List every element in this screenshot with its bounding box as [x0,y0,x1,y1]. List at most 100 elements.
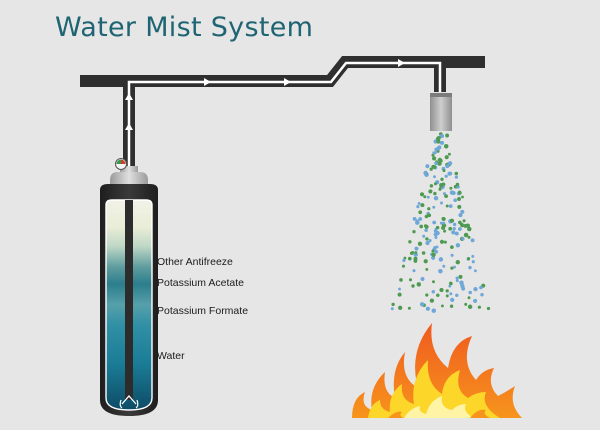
mist-droplet [428,189,433,194]
label-potassium-formate: Potassium Formate [157,305,249,317]
mist-droplet [444,174,448,178]
mist-droplet [479,285,483,290]
mist-droplet [429,184,434,188]
mist-droplet [444,155,449,160]
mist-droplet [423,195,427,199]
mist-droplet [416,282,422,287]
mist-droplet [434,235,438,240]
mist-droplet [398,287,401,291]
mist-droplet [425,164,430,169]
mist-droplet [452,227,456,231]
mist-droplet [480,292,484,297]
mist-droplet [433,191,437,196]
mist-droplet [439,183,444,188]
mist-droplet [439,133,445,139]
mist-droplet [399,278,403,282]
mist-droplet [457,227,462,231]
mist-droplet [407,306,411,310]
mist-droplet [461,195,464,199]
mist-droplet [411,284,415,288]
pipe-network [80,56,485,176]
mist-droplet [398,305,403,310]
flow-arrow [398,59,405,67]
mist-droplet [455,182,460,187]
mist-droplet [467,226,472,232]
mist-droplet [419,224,424,229]
mist-droplet [473,286,478,292]
mist-droplet [436,293,440,297]
mist-droplet [413,256,418,261]
mist-droplet [468,265,472,270]
mist-droplet [447,152,451,156]
mist-droplet [427,207,431,211]
mist-droplet [463,223,468,228]
mist-droplet [439,239,445,244]
mist-droplet [432,164,437,170]
mist-droplet [459,222,464,227]
mist-droplet [464,302,468,306]
mist-droplet [414,246,419,251]
mist-droplet [445,204,449,208]
mist-droplet [453,198,458,203]
mist-droplet [431,252,436,257]
mist-droplet [425,237,429,241]
mist-droplet [471,260,475,264]
fire-icon [352,323,522,418]
mist-droplet [467,304,473,310]
flow-arrow [284,78,291,86]
mist-droplet [447,171,452,176]
label-potassium-acetate: Potassium Acetate [157,277,244,289]
mist-droplet [420,203,425,208]
mist-droplet [439,140,445,145]
mist-droplet [443,144,449,149]
mist-droplet [458,213,463,218]
mist-droplet [402,258,406,263]
mist-droplet [419,192,425,197]
mist-droplet [461,237,465,241]
mist-droplet [454,231,459,236]
mist-droplet [449,218,455,223]
mist-droplet [467,296,471,300]
label-other-antifreeze: Other Antifreeze [157,256,233,268]
mist-droplet [444,194,448,198]
mist-droplet [431,156,437,161]
mist-droplet [463,232,469,238]
mist-droplet [448,226,453,231]
mist-droplet [448,284,452,288]
mist-droplet [460,209,465,214]
mist-droplet [420,277,425,281]
mist-droplet [436,139,441,144]
mist-droplet [440,177,444,181]
mist-droplet [454,171,459,176]
mist-droplet [433,175,436,179]
flow-arrow [204,78,211,86]
mist-droplet [415,219,419,223]
mist-droplet [435,225,440,230]
mist-droplet [439,287,444,293]
mist-droplet [407,256,412,261]
mist-droplet [397,292,402,297]
mist-droplet [447,161,453,166]
mist-droplet [432,280,435,284]
mist-droplet [423,259,428,264]
mist-droplet [442,221,446,225]
agent-cylinder [100,184,158,416]
mist-droplet [433,195,439,201]
mist-droplet [418,210,423,215]
mist-droplet [455,276,459,280]
mist-droplet [452,222,457,227]
mist-droplet [455,243,461,248]
mist-droplet [438,257,444,262]
mist-droplet [459,280,464,285]
mist-droplet [451,190,456,196]
mist-droplet [433,151,437,155]
mist-droplet [433,232,438,237]
mist-droplet [439,221,443,225]
mist-droplet [434,249,439,254]
mist-droplet [473,298,478,303]
mist-droplet [466,257,471,261]
mist-droplet [477,305,482,309]
mist-droplet [445,164,450,169]
mist-droplet [449,304,454,308]
